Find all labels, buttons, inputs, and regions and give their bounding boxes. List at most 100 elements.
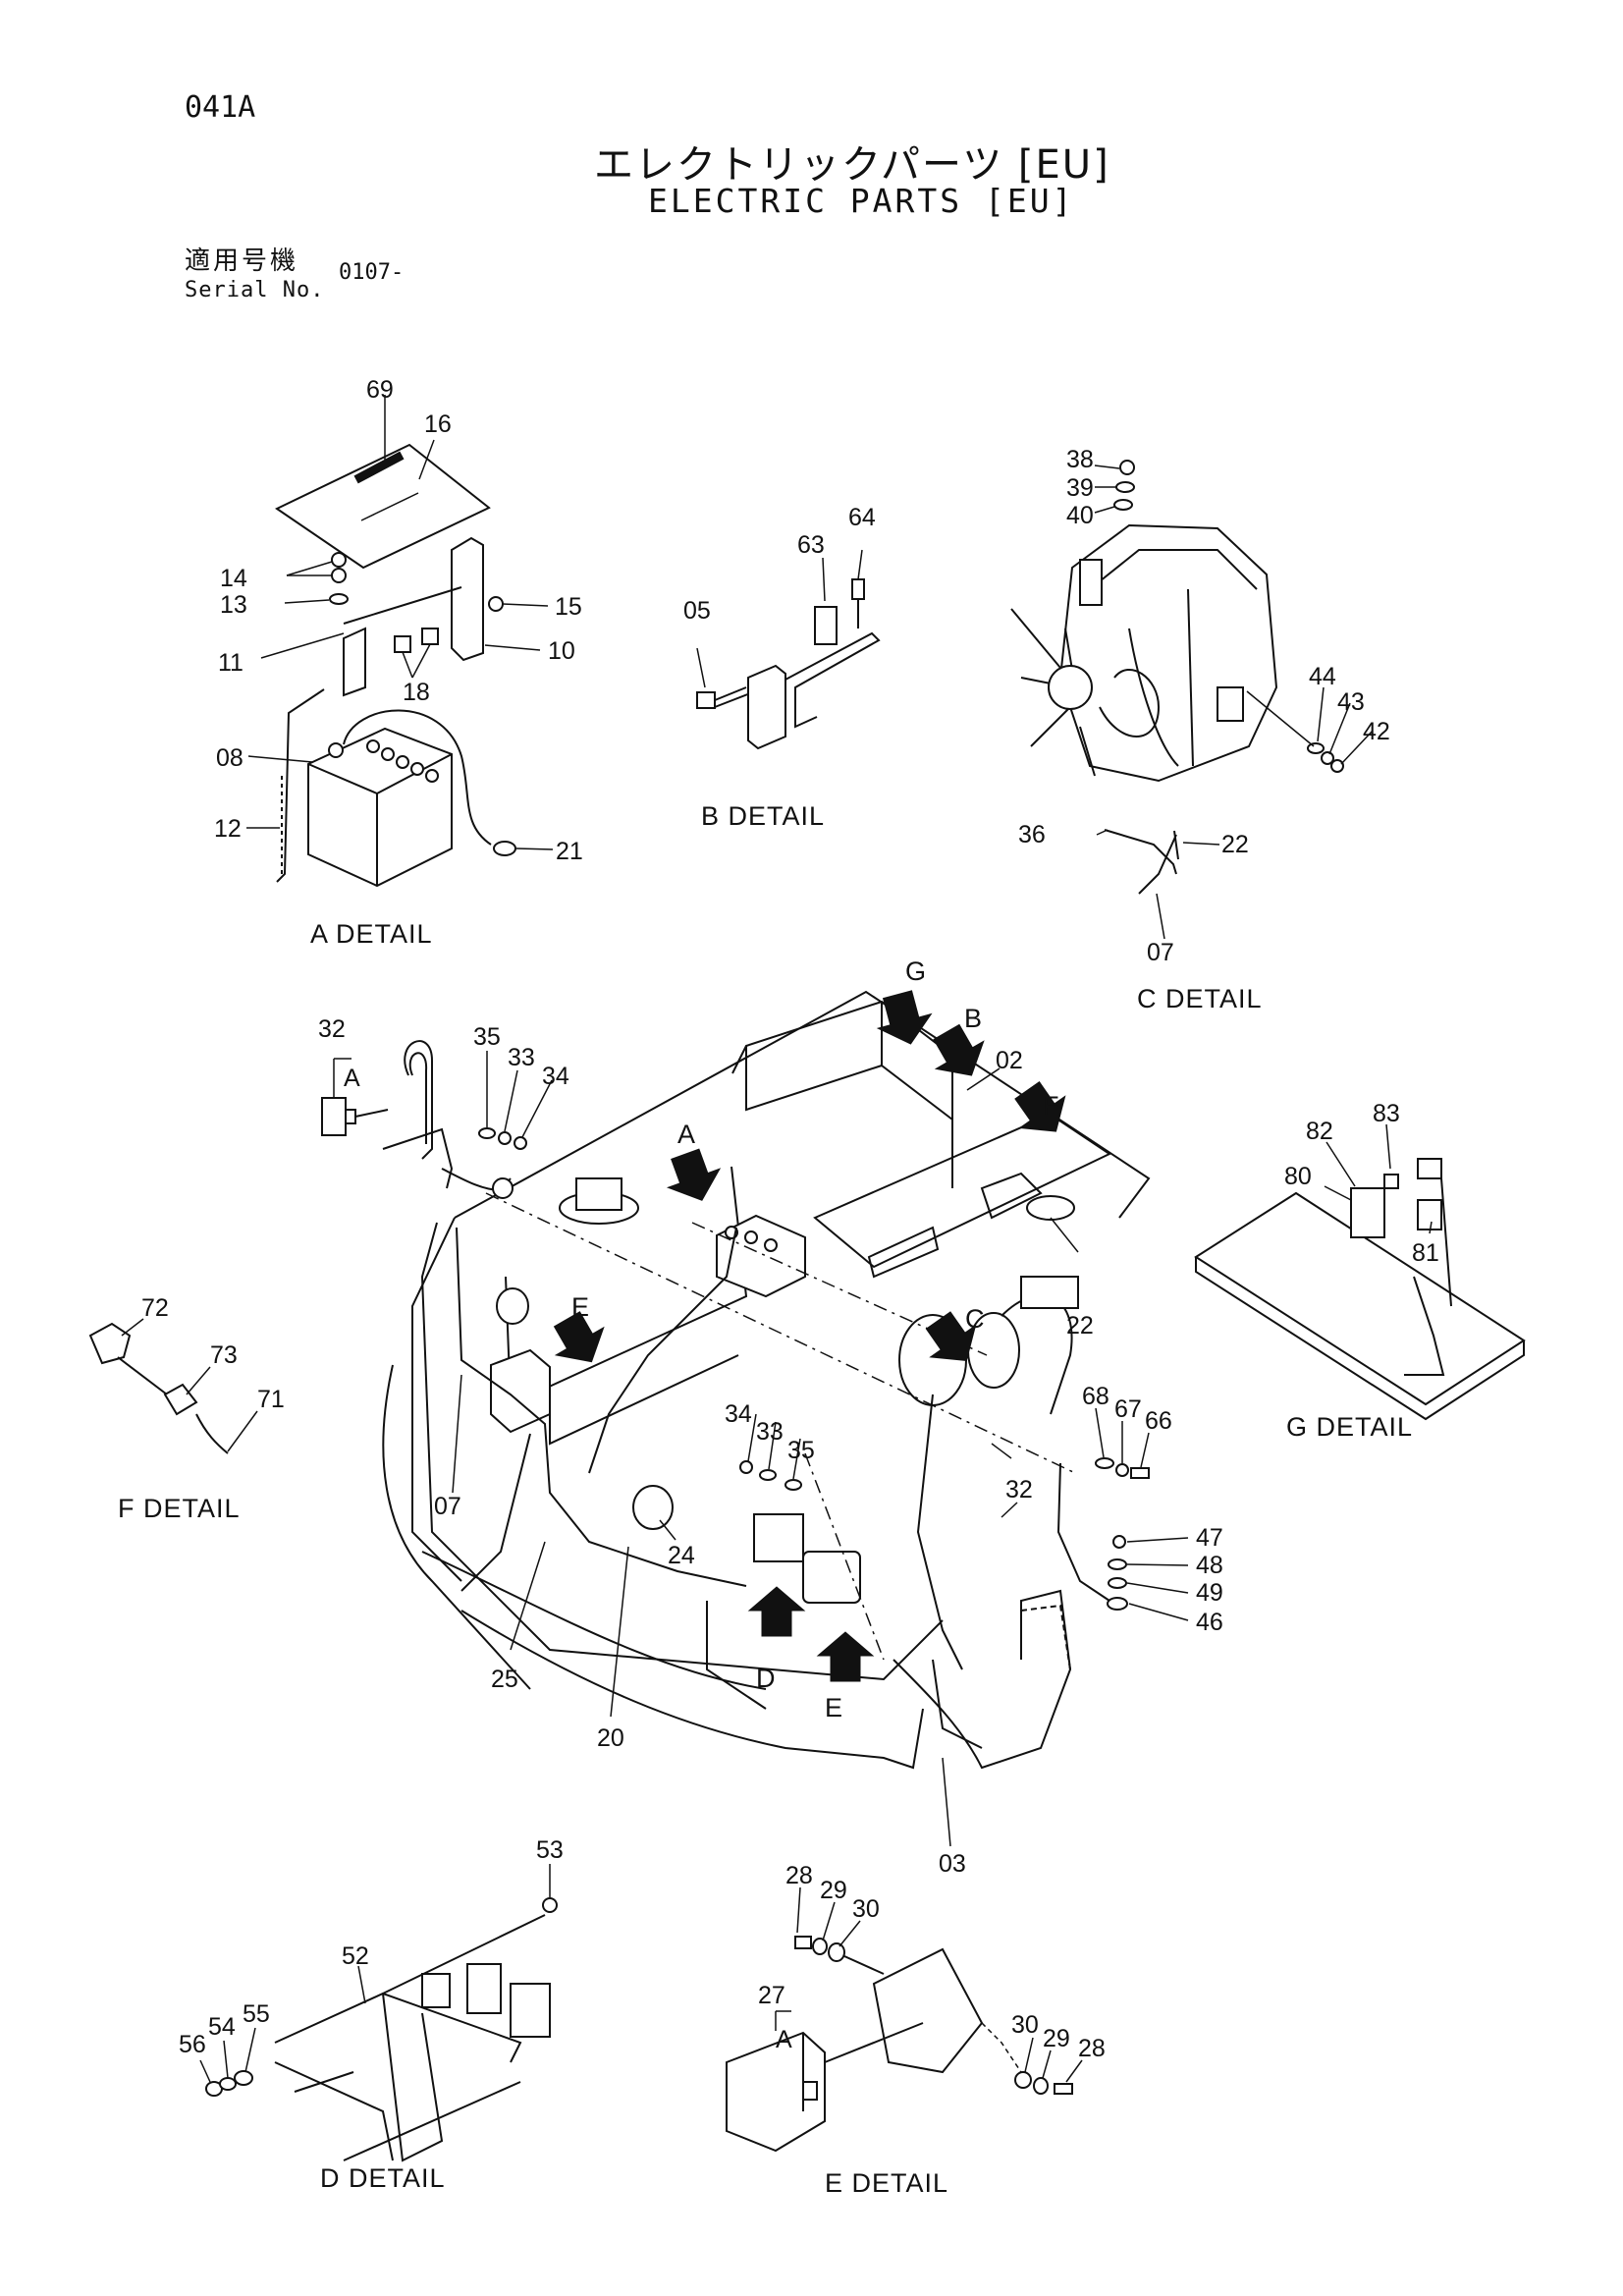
part-number: 22	[1066, 1312, 1094, 1339]
relay-d1	[421, 1973, 451, 2008]
arrow-letter: F	[1043, 1091, 1060, 1121]
main-harness	[456, 1227, 747, 1587]
part-number: 35	[473, 1023, 501, 1051]
detail-caption: C DETAIL	[1137, 984, 1263, 1013]
part-number: 29	[820, 1877, 847, 1904]
main-assembly	[321, 990, 1189, 1847]
part-number: 34	[725, 1400, 752, 1428]
part-number: 08	[216, 744, 243, 772]
part-number: 20	[597, 1724, 624, 1752]
part-number: 52	[342, 1942, 369, 1970]
detail-g	[1194, 1123, 1526, 1421]
part-number: 14	[220, 565, 247, 592]
part-number: 12	[214, 815, 242, 843]
serial-label-japanese: 適用号機	[185, 246, 299, 276]
part-number-labels: 69 16 14 13 11 18 15 10 08 12 21 A DETAI…	[118, 376, 1439, 2198]
work-lamp-left	[490, 1348, 551, 1434]
part-number: 36	[1018, 821, 1046, 848]
part-number: 82	[1306, 1118, 1333, 1145]
detail-d	[199, 1864, 558, 2162]
part-number: 28	[1078, 2035, 1106, 2062]
mirror-arm	[404, 1040, 433, 1160]
part-number: 63	[797, 531, 825, 559]
frame-top	[454, 990, 1151, 1219]
arrow-letter: D	[756, 1664, 777, 1693]
relay-83	[1417, 1158, 1442, 1179]
title-japanese: エレクトリックパーツ [EU]	[594, 142, 1110, 188]
arrow-letter: A	[677, 1120, 696, 1149]
part-number: 44	[1309, 663, 1336, 690]
part-number: 10	[548, 637, 575, 665]
detail-caption: B DETAIL	[701, 801, 825, 831]
part-number: 47	[1196, 1524, 1223, 1552]
part-number: 42	[1363, 718, 1390, 745]
part-number: 55	[243, 2000, 270, 2028]
part-number: 73	[210, 1341, 238, 1369]
relay-d2	[466, 1963, 502, 2014]
detail-e	[726, 1886, 1083, 2153]
tray	[813, 1113, 1112, 1269]
arrow-letter: E	[571, 1292, 590, 1322]
relay-bracket-d	[274, 1992, 522, 2063]
detail-caption: D DETAIL	[320, 2163, 446, 2193]
detail-caption: A DETAIL	[310, 919, 433, 949]
part-number: 28	[785, 1862, 813, 1889]
part-number: 33	[756, 1418, 784, 1446]
part-number: 46	[1196, 1609, 1223, 1636]
main-battery	[716, 1214, 806, 1298]
battery-cover-sheet	[275, 443, 491, 570]
part-number: 40	[1066, 502, 1094, 529]
part-number: 03	[939, 1850, 966, 1878]
part-number: 39	[1066, 474, 1094, 502]
part-number: 43	[1337, 688, 1365, 716]
part-number: 66	[1145, 1407, 1172, 1435]
part-number: 30	[1011, 2011, 1039, 2039]
detail-caption: F DETAIL	[118, 1494, 241, 1523]
part-number: 30	[852, 1895, 880, 1923]
detail-c	[1010, 460, 1374, 940]
part-number: 32	[318, 1015, 346, 1043]
part-number: 22	[1221, 831, 1249, 858]
part-number: 18	[403, 679, 430, 706]
main-sub-label: A	[344, 1065, 360, 1092]
battery-bracket	[451, 536, 484, 662]
part-number: 07	[1147, 939, 1174, 966]
part-number: 80	[1284, 1163, 1312, 1190]
switch-knob	[88, 1322, 132, 1365]
arrow-letter: C	[965, 1304, 986, 1334]
part-number: 15	[555, 593, 582, 621]
relay-80	[1350, 1187, 1385, 1238]
relay-bracket	[714, 631, 881, 729]
detail-f	[88, 1318, 258, 1454]
beacon-lamp	[321, 1097, 347, 1136]
title-english: ELECTRIC PARTS [EU]	[648, 182, 1075, 220]
fan-blades	[1010, 608, 1096, 777]
part-number: 13	[220, 591, 247, 619]
part-number: 35	[787, 1437, 815, 1464]
serial-label-english: Serial No.	[185, 278, 325, 302]
part-number: 71	[257, 1386, 285, 1413]
part-number: 68	[1082, 1383, 1109, 1410]
part-number: 27	[758, 1982, 785, 2009]
work-lamp-right	[802, 1551, 861, 1604]
engine-harness	[1104, 829, 1177, 875]
part-number: 48	[1196, 1552, 1223, 1579]
part-number: 49	[1196, 1579, 1223, 1607]
relay-81	[1417, 1199, 1442, 1230]
part-number: 64	[848, 504, 876, 531]
horn	[496, 1287, 529, 1325]
arrow-letter: G	[905, 957, 927, 986]
part-number: 81	[1412, 1239, 1439, 1267]
part-number: 34	[542, 1063, 569, 1090]
detail-caption: E DETAIL	[825, 2168, 948, 2198]
hold-down-clamp	[343, 627, 366, 697]
part-number: 67	[1114, 1395, 1142, 1423]
flasher-unit	[510, 1983, 551, 2038]
part-number: 72	[141, 1294, 169, 1322]
detail-a	[246, 395, 554, 888]
part-number: 33	[508, 1044, 535, 1071]
part-number: 29	[1043, 2025, 1070, 2052]
part-number: 25	[491, 1666, 518, 1693]
part-number: 56	[179, 2031, 206, 2058]
part-number: 32	[1005, 1476, 1033, 1503]
